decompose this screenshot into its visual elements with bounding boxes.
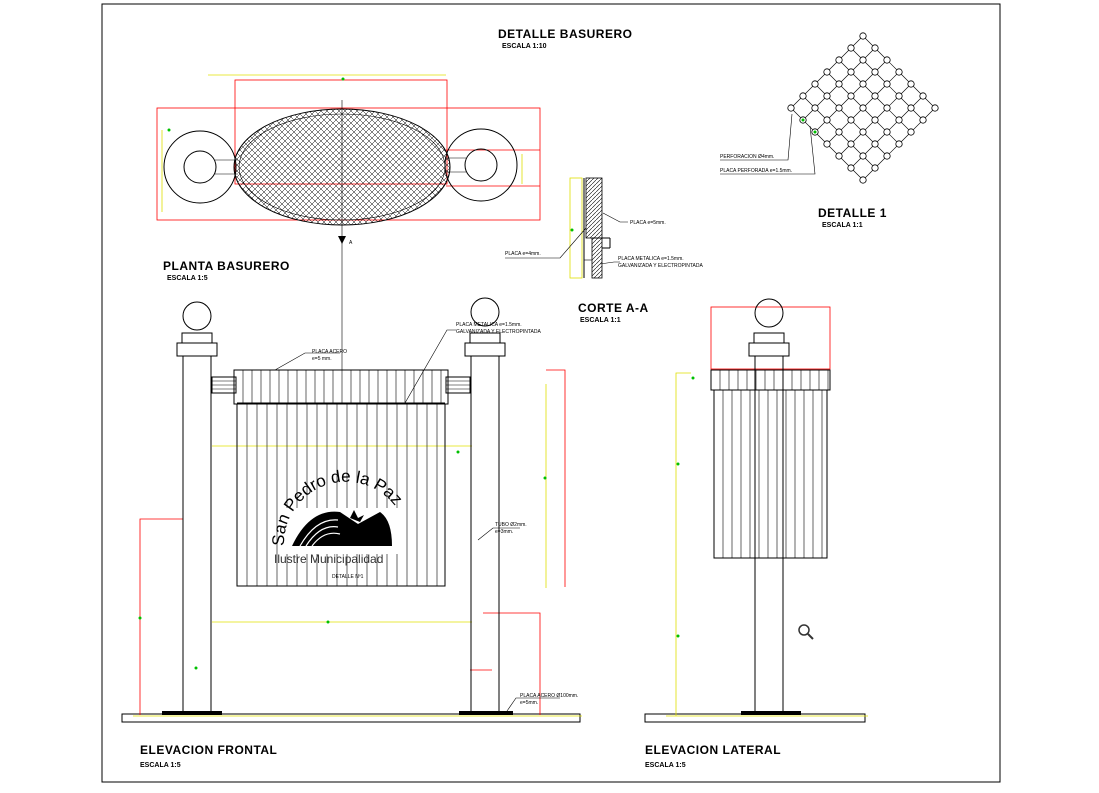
title-elev-frontal: ELEVACION FRONTAL bbox=[140, 743, 277, 757]
note-placa-e4: PLACA e=4mm. bbox=[505, 251, 541, 257]
scale-elev-lateral: ESCALA 1:5 bbox=[645, 762, 686, 769]
note-detalle-ref: DETALLE Nº1 bbox=[332, 574, 364, 580]
scale-detalle-basurero: ESCALA 1:10 bbox=[502, 43, 547, 50]
note-placa-metalica-1: PLACA METALICA e=1.5mm. bbox=[618, 256, 684, 262]
note-placa-metalica-top-2: GALVANIZADA Y ELECTROPINTADA bbox=[456, 329, 542, 335]
note-perforacion: PERFORACION Ø4mm. bbox=[720, 154, 774, 160]
note-placa-acero-1: PLACA ACERO bbox=[312, 349, 347, 355]
scale-planta: ESCALA 1:5 bbox=[167, 275, 208, 282]
logo-san-pedro: San Pedro de la Paz Ilustre Municipalida… bbox=[269, 467, 407, 566]
title-detalle-basurero: DETALLE BASURERO bbox=[498, 27, 632, 41]
section-mark: A bbox=[349, 240, 353, 246]
detail1-notes: PERFORACION Ø4mm. PLACA PERFORADA e=1.5m… bbox=[720, 113, 816, 175]
plan-view: A bbox=[156, 74, 541, 370]
detail1-mesh bbox=[787, 32, 939, 184]
note-placa-acero-2: e=5 mm. bbox=[312, 356, 332, 362]
title-elev-lateral: ELEVACION LATERAL bbox=[645, 743, 781, 757]
note-placa-metalica-top-1: PLACA METALICA e=1.5mm. bbox=[456, 322, 522, 328]
sheet-border bbox=[101, 3, 1001, 783]
note-placa-metalica-2: GALVANIZADA Y ELECTROPINTADA bbox=[618, 263, 704, 269]
section-view: PLACA e=5mm. PLACA e=4mm. PLACA METALICA… bbox=[505, 177, 704, 279]
logo-subtitle: Ilustre Municipalidad bbox=[274, 552, 383, 566]
scale-detalle1: ESCALA 1:1 bbox=[822, 222, 863, 229]
note-placa-perforada: PLACA PERFORADA e=1.5mm. bbox=[720, 168, 792, 174]
scale-corte: ESCALA 1:1 bbox=[580, 317, 621, 324]
front-elevation: San Pedro de la Paz Ilustre Municipalida… bbox=[121, 297, 582, 723]
magnifier-icon[interactable] bbox=[798, 624, 814, 640]
side-elevation bbox=[644, 298, 868, 723]
note-tubo-2: e=3mm. bbox=[495, 529, 513, 535]
note-placa-e5: PLACA e=5mm. bbox=[630, 220, 666, 226]
note-tubo-1: TUBO Ø2mm. bbox=[495, 522, 527, 528]
note-placa-base-1: PLACA ACERO Ø100mm. bbox=[520, 693, 578, 699]
title-corte: CORTE A-A bbox=[578, 301, 649, 315]
scale-elev-frontal: ESCALA 1:5 bbox=[140, 762, 181, 769]
note-placa-base-2: e=5mm. bbox=[520, 700, 538, 706]
title-detalle1: DETALLE 1 bbox=[818, 206, 887, 220]
title-planta: PLANTA BASURERO bbox=[163, 259, 290, 273]
